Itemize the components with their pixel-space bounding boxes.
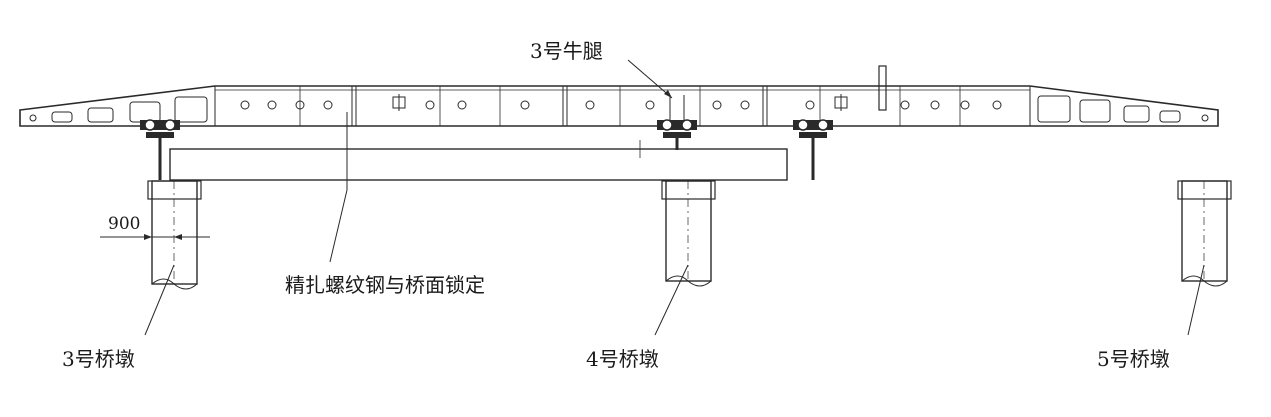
right-nose-openings	[1037, 95, 1209, 123]
beam-outline	[169, 148, 788, 181]
pier-3-label: 3号桥墩	[62, 347, 135, 371]
bracket-label: 3号牛腿	[530, 39, 603, 63]
dimension-label: 900	[108, 214, 140, 234]
web-holes	[240, 94, 1002, 111]
left-nose-openings	[29, 96, 208, 123]
pier-4-label: 4号桥墩	[586, 347, 659, 371]
lower-beam	[169, 140, 788, 181]
pier-3	[147, 180, 202, 290]
pier-4	[661, 180, 716, 287]
pier-5-label: 5号桥墩	[1097, 347, 1170, 371]
clamp-assembly-right	[793, 119, 833, 180]
leader-lines	[144, 59, 1205, 336]
launching-girder	[19, 65, 1219, 127]
dimension-900: 900	[100, 214, 210, 245]
clamp-assembly-middle	[657, 95, 697, 150]
top-post	[878, 65, 887, 111]
rebar-lock-label: 精扎螺纹钢与桥面锁定	[285, 273, 485, 297]
clamp-assembly-left	[140, 119, 180, 180]
pier-5	[1177, 180, 1232, 287]
segment-joints	[299, 86, 961, 126]
